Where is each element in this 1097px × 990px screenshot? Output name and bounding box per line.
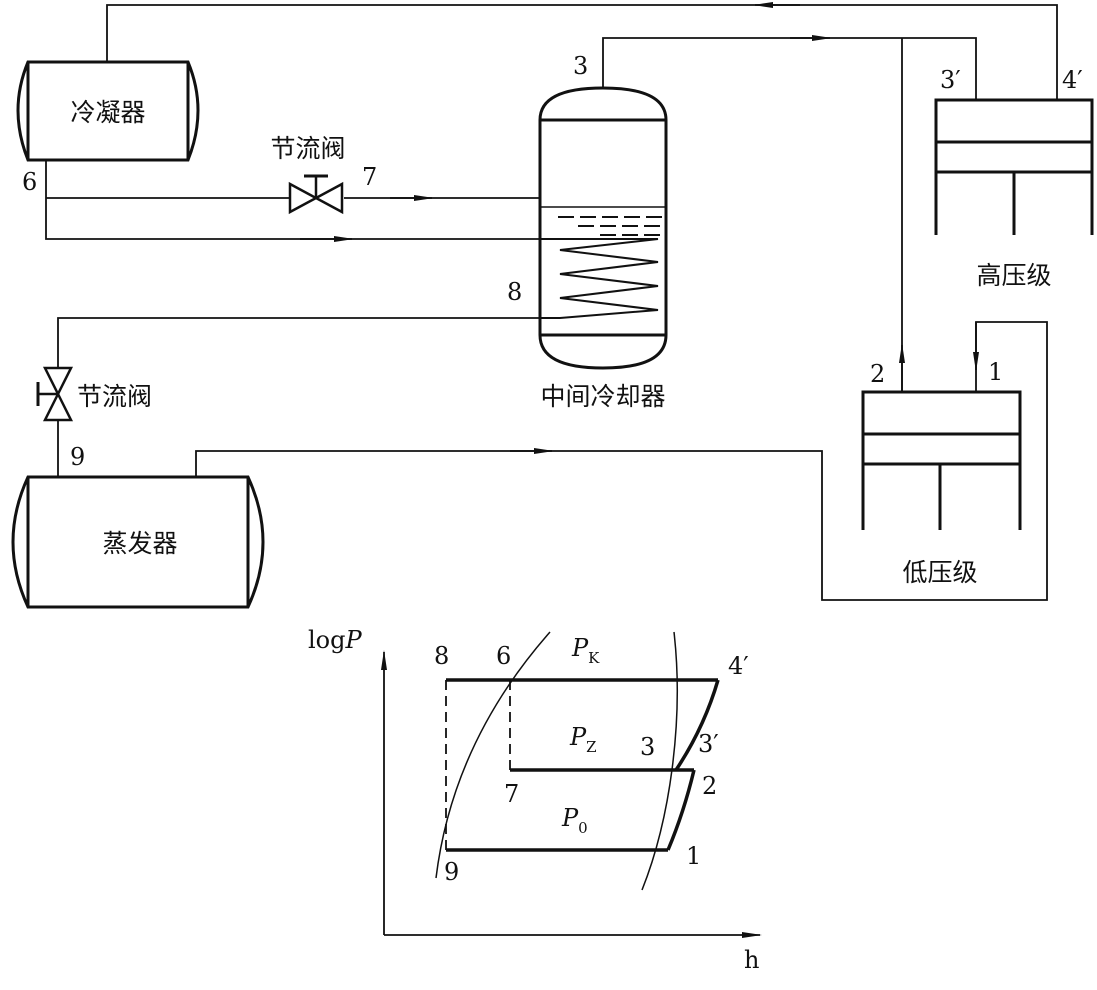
ph-point-6: 6	[496, 642, 511, 670]
throttle-valve-left-icon	[36, 366, 74, 422]
condenser-label: 冷凝器	[70, 98, 145, 127]
saturated-liquid-line	[435, 631, 551, 879]
y-axis-label: logP	[308, 626, 363, 654]
pk-label: PK	[571, 634, 600, 667]
ph-diagram: logP h PK PZ P0 8 6 4′ 3 3′ 2 7 1 9	[308, 626, 762, 974]
ph-point-4prime: 4′	[728, 652, 749, 680]
compression-1-2	[666, 769, 696, 851]
high-stage-compressor: 高压级	[934, 98, 1094, 290]
ph-point-2: 2	[702, 772, 717, 800]
point-7-label: 7	[362, 163, 377, 191]
ph-point-1: 1	[686, 842, 701, 870]
intercooler-label: 中间冷却器	[540, 382, 665, 411]
evaporator-label: 蒸发器	[102, 529, 177, 558]
p0-label: P0	[561, 804, 588, 837]
point-8-label: 8	[507, 278, 522, 306]
evaporator: 蒸发器	[11, 475, 265, 609]
ph-point-3: 3	[640, 733, 655, 761]
throttle-valve-left-label: 节流阀	[77, 382, 152, 411]
point-3-label: 3	[573, 52, 588, 80]
point-1-label: 1	[988, 358, 1003, 386]
condenser: 冷凝器	[16, 60, 200, 162]
ph-point-3prime: 3′	[698, 730, 719, 758]
piping	[36, 1, 1058, 601]
throttle-valve-top-icon	[288, 174, 344, 215]
intercooler: 中间冷却器	[538, 86, 668, 411]
pz-label: PZ	[569, 723, 597, 756]
ph-point-7: 7	[504, 780, 519, 808]
compression-3-4prime	[674, 679, 720, 771]
ph-point-9: 9	[444, 858, 459, 886]
x-axis-label: h	[744, 946, 759, 974]
point-2-label: 2	[870, 360, 885, 388]
point-6-label: 6	[22, 168, 37, 196]
ph-point-8: 8	[434, 642, 449, 670]
saturated-vapor-line	[641, 631, 678, 891]
low-stage-compressor: 低压级	[861, 390, 1022, 587]
throttle-valve-top-label: 节流阀	[270, 134, 345, 163]
point-9-label: 9	[70, 443, 85, 471]
point-3prime-label: 3′	[940, 66, 961, 94]
low-stage-label: 低压级	[902, 558, 977, 587]
point-4prime-label: 4′	[1062, 66, 1083, 94]
high-stage-label: 高压级	[976, 261, 1051, 290]
